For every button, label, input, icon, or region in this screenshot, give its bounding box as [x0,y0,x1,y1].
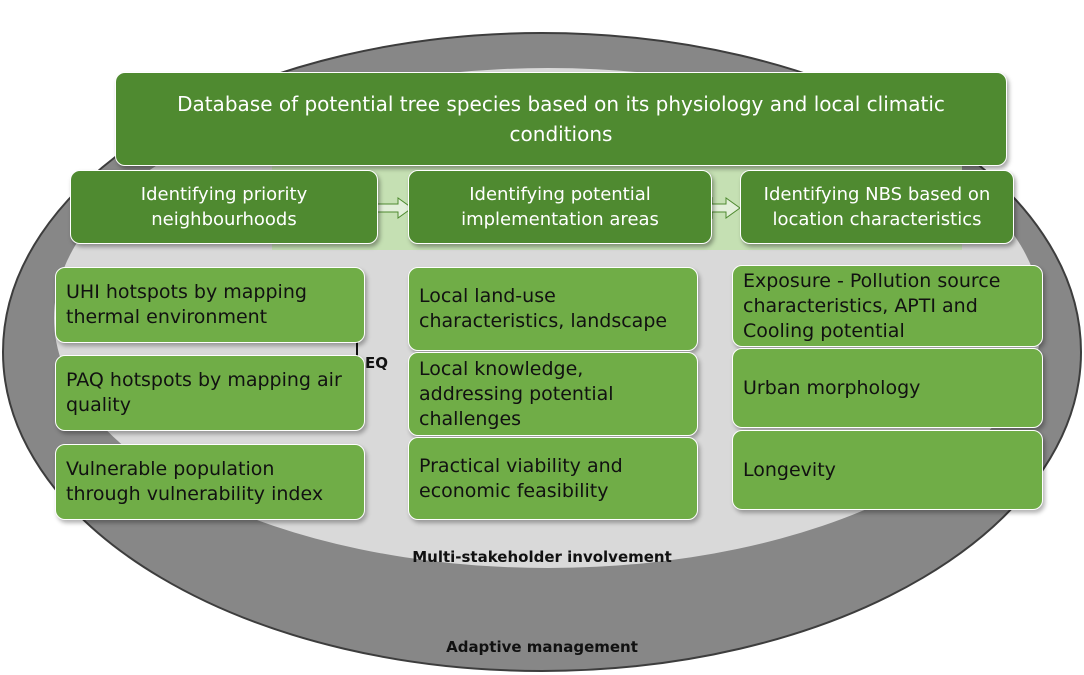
box-text: Urban morphology [743,376,921,399]
practical-viability-box: Practical viability and economic feasibi… [408,437,698,520]
urban-morphology-box: Urban morphology [732,348,1043,428]
paq-hotspots-box: PAQ hotspots by mapping air quality [55,355,365,431]
vulnerable-population-box: Vulnerable population through vulnerabil… [55,444,365,520]
box-text: Vulnerable population through vulnerabil… [66,458,324,505]
box-text: UHI hotspots by mapping thermal environm… [66,281,307,328]
box-text: Practical viability and economic feasibi… [419,454,623,502]
species-database-text: Database of potential tree species based… [177,92,945,146]
header-text: Identifying NBS based on location charac… [763,184,991,230]
header-priority-neighbourhoods: Identifying priority neighbourhoods [70,170,378,244]
adaptive-management-label: Adaptive management [446,638,638,656]
longevity-box: Longevity [732,430,1043,510]
box-text: Longevity [743,458,836,481]
exposure-box: Exposure - Pollution source characterist… [732,265,1043,347]
local-knowledge-box: Local knowledge, addressing potential ch… [408,352,698,436]
header-nbs-location: Identifying NBS based on location charac… [740,170,1014,244]
land-use-box: Local land-use characteristics, landscap… [408,267,698,351]
header-text: Identifying potential implementation are… [461,184,659,230]
box-text: Local knowledge, addressing potential ch… [419,357,614,430]
header-implementation-areas: Identifying potential implementation are… [408,170,712,244]
box-text: Local land-use characteristics, landscap… [419,285,668,332]
header-text: Identifying priority neighbourhoods [140,184,308,230]
uhi-hotspots-box: UHI hotspots by mapping thermal environm… [55,267,365,343]
box-text: Exposure - Pollution source characterist… [743,269,1001,342]
multi-stakeholder-label: Multi-stakeholder involvement [412,548,672,566]
eq-label: EQ [365,354,388,372]
box-text: PAQ hotspots by mapping air quality [66,369,342,416]
species-database-box: Database of potential tree species based… [115,72,1007,166]
